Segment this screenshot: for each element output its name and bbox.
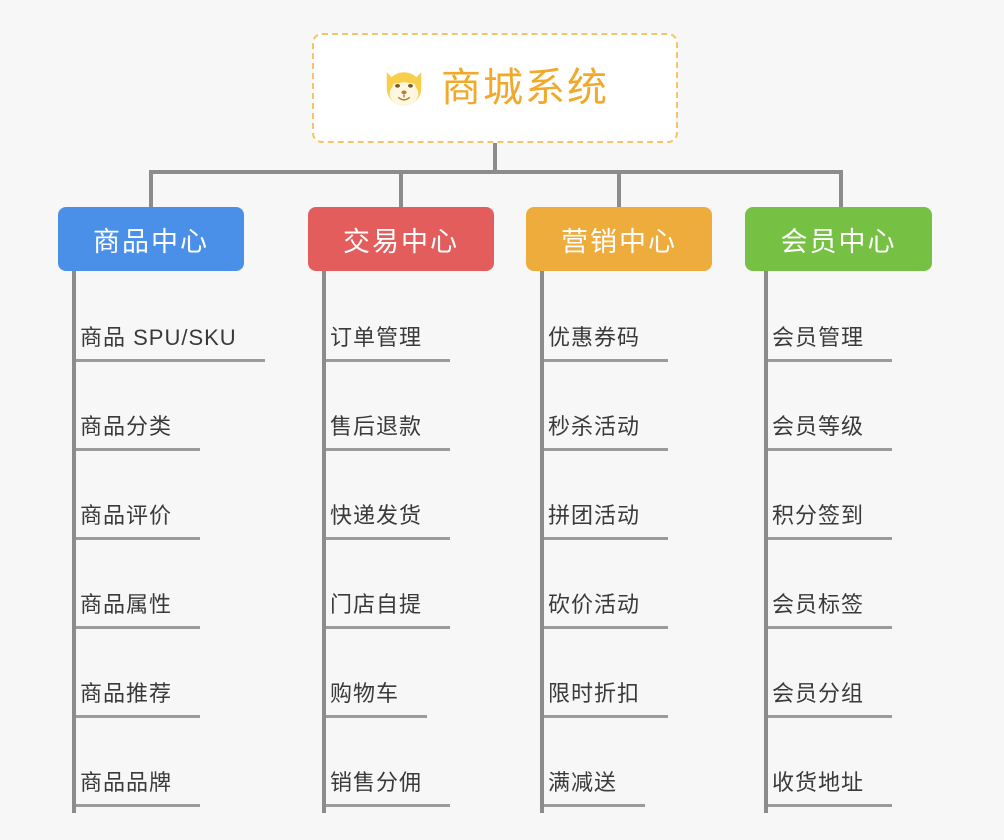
category-column-4: 会员中心 会员管理 会员等级 积分签到 会员标签 会员分组 收货地址 — [745, 207, 965, 813]
leaf-item[interactable]: 门店自提 — [322, 546, 528, 635]
leaf-item[interactable]: 收货地址 — [764, 724, 965, 813]
leaf-list-4: 会员管理 会员等级 积分签到 会员标签 会员分组 收货地址 — [764, 271, 965, 813]
connector-drop-4 — [839, 170, 843, 208]
leaf-item[interactable]: 会员分组 — [764, 635, 965, 724]
leaf-item[interactable]: 积分签到 — [764, 457, 965, 546]
leaf-item[interactable]: 满减送 — [540, 724, 746, 813]
leaf-label: 购物车 — [326, 676, 428, 718]
leaf-item[interactable]: 商品评价 — [72, 457, 308, 546]
leaf-label: 商品评价 — [76, 498, 201, 540]
leaf-item[interactable]: 会员管理 — [764, 279, 965, 368]
leaf-label: 会员等级 — [768, 409, 893, 451]
leaf-label: 商品属性 — [76, 587, 201, 629]
category-label: 会员中心 — [780, 226, 897, 257]
category-column-3: 营销中心 优惠券码 秒杀活动 拼团活动 砍价活动 限时折扣 满减送 — [526, 207, 746, 813]
leaf-item[interactable]: 商品分类 — [72, 368, 308, 457]
leaf-label: 快递发货 — [326, 498, 451, 540]
leaf-label: 优惠券码 — [544, 320, 669, 362]
leaf-item[interactable]: 商品 SPU/SKU — [72, 279, 308, 368]
leaf-label: 商品品牌 — [76, 765, 201, 807]
leaf-spine — [764, 271, 768, 813]
leaf-label: 订单管理 — [326, 320, 451, 362]
root-title: 商城系统 — [441, 66, 609, 110]
leaf-item[interactable]: 商品推荐 — [72, 635, 308, 724]
leaf-label: 会员标签 — [768, 587, 893, 629]
leaf-spine — [72, 271, 76, 813]
leaf-list-1: 商品 SPU/SKU 商品分类 商品评价 商品属性 商品推荐 商品品牌 — [72, 271, 308, 813]
leaf-item[interactable]: 限时折扣 — [540, 635, 746, 724]
leaf-label: 积分签到 — [768, 498, 893, 540]
leaf-item[interactable]: 拼团活动 — [540, 457, 746, 546]
leaf-item[interactable]: 订单管理 — [322, 279, 528, 368]
category-label: 交易中心 — [343, 226, 459, 257]
leaf-item[interactable]: 优惠券码 — [540, 279, 746, 368]
leaf-label: 商品推荐 — [76, 676, 201, 718]
leaf-item[interactable]: 购物车 — [322, 635, 528, 724]
category-header-2[interactable]: 交易中心 — [308, 207, 494, 271]
leaf-label: 满减送 — [544, 765, 646, 807]
leaf-item[interactable]: 售后退款 — [322, 368, 528, 457]
leaf-spine — [540, 271, 544, 813]
category-column-2: 交易中心 订单管理 售后退款 快递发货 门店自提 购物车 销售分佣 — [308, 207, 528, 813]
shiba-dog-face-icon — [386, 72, 422, 108]
connector-drop-1 — [149, 170, 153, 208]
leaf-item[interactable]: 会员标签 — [764, 546, 965, 635]
leaf-spine — [322, 271, 326, 813]
leaf-list-3: 优惠券码 秒杀活动 拼团活动 砍价活动 限时折扣 满减送 — [540, 271, 746, 813]
root-node[interactable]: 商城系统 — [312, 33, 678, 143]
leaf-item[interactable]: 商品属性 — [72, 546, 308, 635]
leaf-item[interactable]: 快递发货 — [322, 457, 528, 546]
leaf-label: 会员分组 — [768, 676, 893, 718]
leaf-label: 砍价活动 — [544, 587, 669, 629]
leaf-label: 门店自提 — [326, 587, 451, 629]
connector-drop-3 — [617, 170, 621, 208]
leaf-label: 秒杀活动 — [544, 409, 669, 451]
leaf-label: 限时折扣 — [544, 676, 669, 718]
category-header-4[interactable]: 会员中心 — [745, 207, 932, 271]
connector-root-stem — [493, 143, 497, 172]
category-column-1: 商品中心 商品 SPU/SKU 商品分类 商品评价 商品属性 商品推荐 商品品牌 — [58, 207, 308, 813]
category-label: 商品中心 — [93, 226, 209, 257]
category-header-3[interactable]: 营销中心 — [526, 207, 712, 271]
leaf-item[interactable]: 商品品牌 — [72, 724, 308, 813]
connector-horizontal-bar — [149, 170, 843, 174]
connector-drop-2 — [399, 170, 403, 208]
leaf-label: 商品分类 — [76, 409, 201, 451]
leaf-label: 收货地址 — [768, 765, 893, 807]
category-header-1[interactable]: 商品中心 — [58, 207, 244, 271]
leaf-item[interactable]: 秒杀活动 — [540, 368, 746, 457]
leaf-item[interactable]: 销售分佣 — [322, 724, 528, 813]
category-label: 营销中心 — [561, 226, 677, 257]
leaf-label: 售后退款 — [326, 409, 451, 451]
leaf-label: 拼团活动 — [544, 498, 669, 540]
leaf-list-2: 订单管理 售后退款 快递发货 门店自提 购物车 销售分佣 — [322, 271, 528, 813]
leaf-item[interactable]: 砍价活动 — [540, 546, 746, 635]
leaf-label: 销售分佣 — [326, 765, 451, 807]
leaf-label: 会员管理 — [768, 320, 893, 362]
leaf-label: 商品 SPU/SKU — [76, 320, 265, 362]
leaf-item[interactable]: 会员等级 — [764, 368, 965, 457]
